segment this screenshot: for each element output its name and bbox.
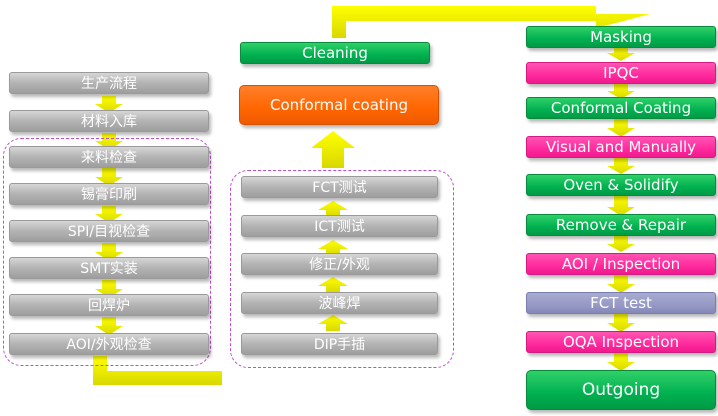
right-step-aoi: AOI / Inspection — [526, 253, 716, 275]
right-step-conformal-coating: Conformal Coating — [526, 97, 716, 119]
left-down-arrows — [95, 96, 123, 335]
middle-up-arrows — [311, 131, 355, 331]
right-step-masking: Masking — [526, 26, 716, 48]
middle-step-dip: DIP手插 — [241, 333, 438, 355]
left-group-outline — [3, 138, 211, 366]
left-step-1: 生产流程 — [9, 72, 209, 94]
middle-step-ict: ICT测试 — [241, 215, 438, 237]
right-step-ipqc: IPQC — [526, 62, 716, 84]
right-step-fct-test: FCT test — [526, 292, 716, 314]
left-step-6: SMT实装 — [9, 257, 209, 279]
right-step-outgoing: Outgoing — [526, 370, 716, 410]
conformal-coating-step: Conformal coating — [239, 85, 439, 125]
middle-step-fct: FCT测试 — [241, 176, 438, 198]
cleaning-step: Cleaning — [240, 42, 430, 64]
right-step-visual: Visual and Manually — [526, 136, 716, 158]
left-step-3: 来料检查 — [9, 146, 209, 168]
left-step-5: SPI/目视检查 — [9, 220, 209, 242]
middle-step-wave-solder: 波峰焊 — [241, 292, 438, 314]
right-step-oqa: OQA Inspection — [526, 331, 716, 353]
right-step-remove-repair: Remove & Repair — [526, 214, 716, 236]
middle-step-repair: 修正/外观 — [241, 253, 438, 275]
middle-to-right-connector — [332, 6, 650, 38]
left-step-4: 锡膏印刷 — [9, 183, 209, 205]
right-step-oven: Oven & Solidify — [526, 174, 716, 196]
middle-group-outline — [230, 170, 454, 368]
left-step-7: 回焊炉 — [9, 294, 209, 316]
left-step-8: AOI/外观检查 — [9, 333, 209, 355]
left-step-2: 材料入库 — [9, 110, 209, 132]
right-down-arrows — [607, 48, 635, 371]
left-to-middle-connector — [93, 356, 222, 385]
